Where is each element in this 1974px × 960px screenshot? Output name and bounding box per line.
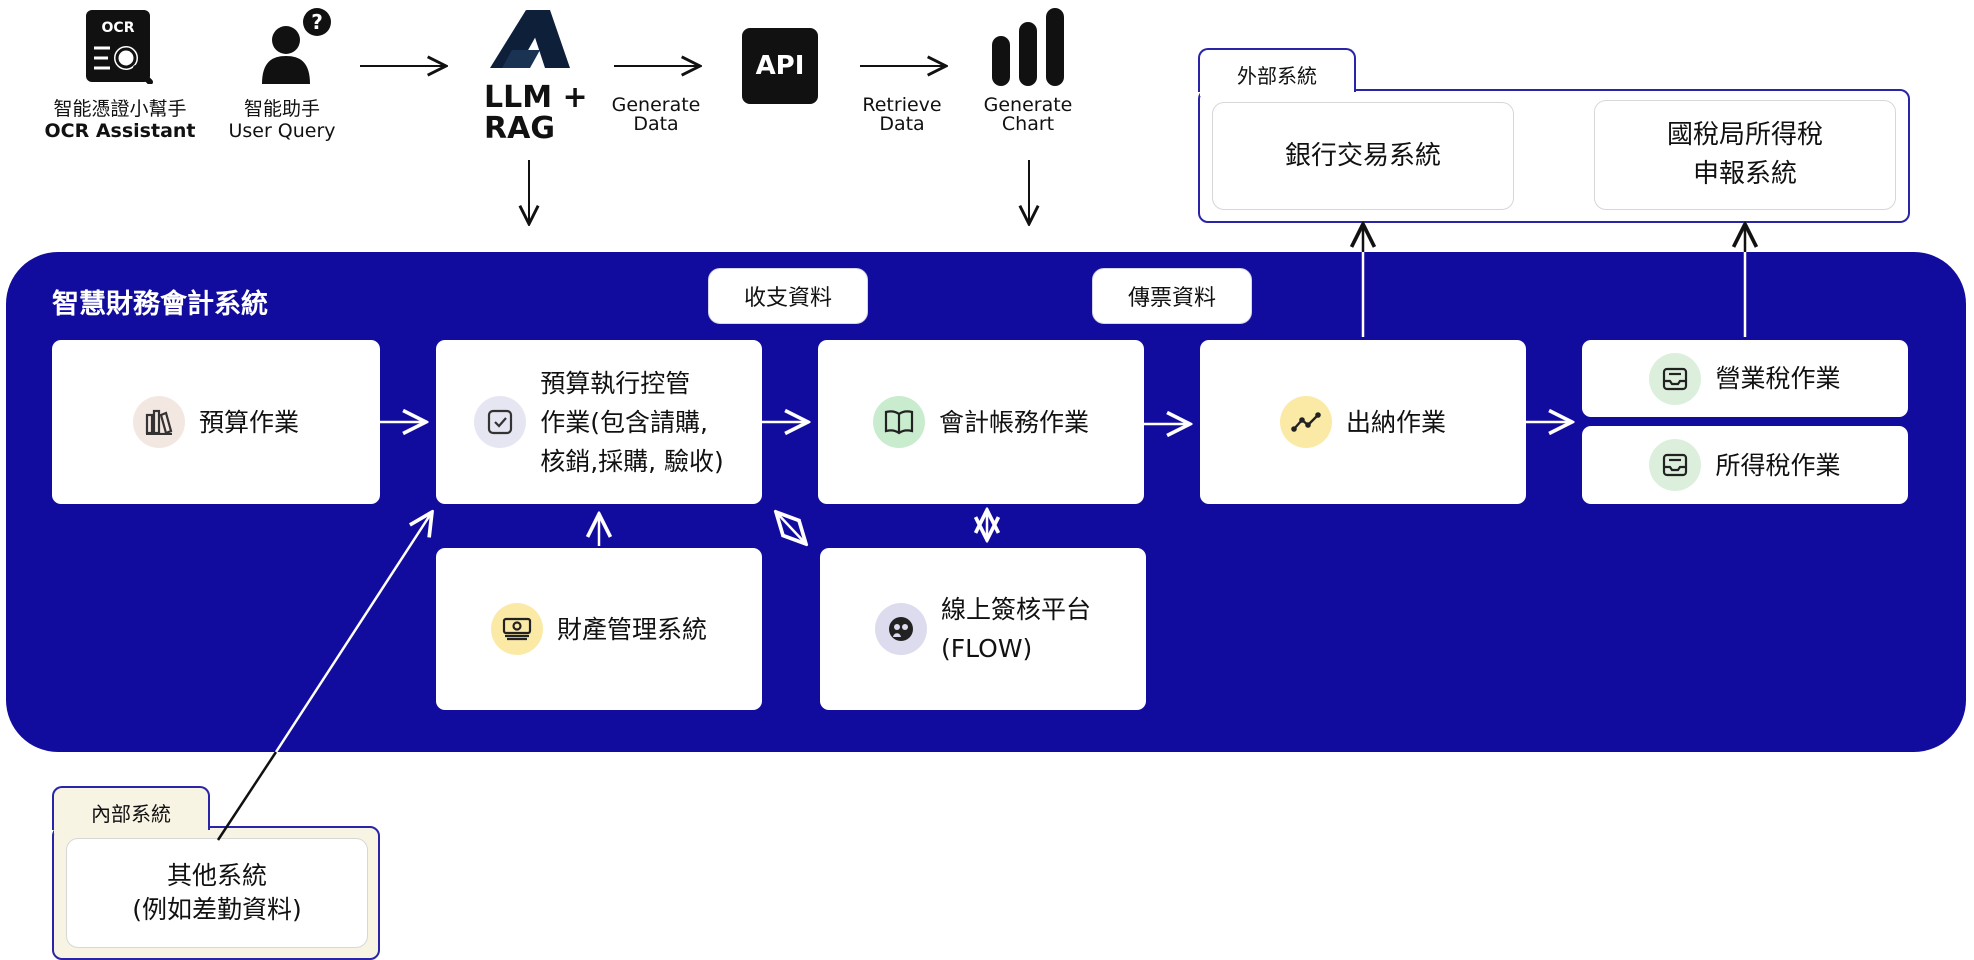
svg-text:?: ? bbox=[311, 10, 323, 34]
budget-card[interactable]: 預算作業 bbox=[52, 340, 380, 504]
budget-execution-label: 預算執行控管 作業(包含請購, 核銷,採購, 驗收) bbox=[540, 368, 724, 476]
external-systems-label: 外部系統 bbox=[1237, 64, 1317, 88]
inbox-tray-icon bbox=[1649, 439, 1702, 491]
budget-execution-card[interactable]: 預算執行控管 作業(包含請購, 核銷,採購, 驗收) bbox=[436, 340, 762, 504]
internal-systems-tab: 內部系統 bbox=[52, 786, 210, 834]
inbox-tray-icon bbox=[1649, 352, 1702, 405]
svg-text:OCR: OCR bbox=[102, 20, 135, 36]
bar-chart-icon bbox=[990, 8, 1068, 86]
ocr-icon: OCR bbox=[84, 8, 156, 85]
external-systems-tab: 外部系統 bbox=[1198, 48, 1356, 96]
trend-line-icon bbox=[1279, 396, 1332, 448]
cashier-label: 出納作業 bbox=[1345, 407, 1446, 437]
internal-systems-label: 內部系統 bbox=[91, 802, 171, 826]
accounting-card[interactable]: 會計帳務作業 bbox=[818, 340, 1144, 504]
budget-label: 預算作業 bbox=[198, 407, 299, 437]
llm-rag-label: LLM + RAG bbox=[484, 80, 588, 146]
ocr-assistant-label: 智能憑證小幫手 OCR Assistant bbox=[44, 98, 196, 142]
smart-accounting-system-title: 智慧財務會計系統 bbox=[52, 289, 268, 320]
flow-platform-label: 線上簽核平台 (FLOW) bbox=[940, 595, 1091, 663]
open-book-icon bbox=[872, 396, 925, 448]
property-management-label: 財產管理系統 bbox=[556, 614, 707, 644]
user-icon: ? bbox=[256, 6, 334, 86]
income-tax-label: 所得稅作業 bbox=[1715, 450, 1841, 480]
people-icon bbox=[874, 603, 927, 655]
business-tax-label: 營業稅作業 bbox=[1715, 364, 1841, 393]
flow-platform-card[interactable]: 線上簽核平台 (FLOW) bbox=[820, 548, 1146, 710]
income-expense-data-tag: 收支資料 bbox=[708, 268, 868, 324]
api-icon: API bbox=[742, 28, 818, 104]
cashier-card[interactable]: 出納作業 bbox=[1200, 340, 1526, 504]
other-systems-box: 其他系統 (例如差勤資料) bbox=[66, 838, 368, 948]
azure-logo-icon bbox=[490, 8, 570, 70]
bank-transaction-system: 銀行交易系統 bbox=[1212, 102, 1514, 210]
business-tax-card[interactable]: 營業稅作業 bbox=[1582, 340, 1908, 417]
generate-data-label: Generate Data bbox=[611, 94, 701, 135]
money-icon bbox=[490, 603, 543, 655]
books-icon bbox=[132, 396, 185, 448]
generate-chart-label: Generate Chart bbox=[983, 94, 1073, 135]
tax-bureau-filing-system: 國稅局所得稅 申報系統 bbox=[1594, 100, 1896, 210]
income-tax-card[interactable]: 所得稅作業 bbox=[1582, 426, 1908, 504]
api-label: API bbox=[755, 51, 805, 81]
property-management-card[interactable]: 財產管理系統 bbox=[436, 548, 762, 710]
user-query-label: 智能助手 User Query bbox=[228, 98, 336, 142]
voucher-data-tag: 傳票資料 bbox=[1092, 268, 1252, 324]
retrieve-data-label: Retrieve Data bbox=[862, 94, 942, 135]
accounting-label: 會計帳務作業 bbox=[938, 407, 1089, 437]
checkbox-icon bbox=[474, 396, 527, 448]
